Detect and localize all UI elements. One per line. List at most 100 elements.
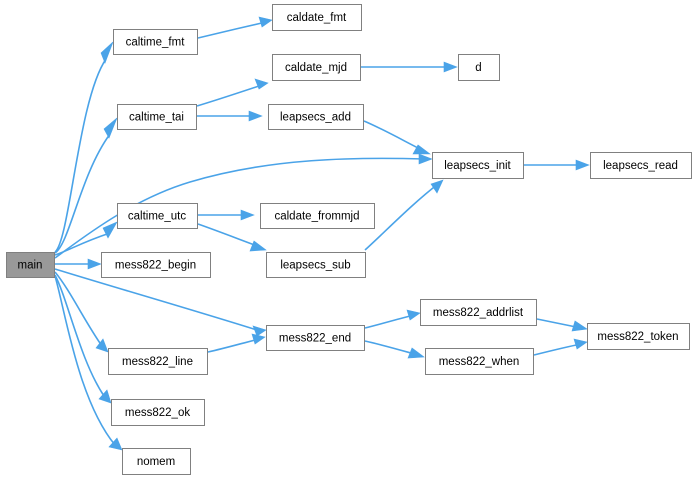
node-box[interactable] <box>425 348 534 375</box>
edge-line <box>54 268 261 332</box>
node-box[interactable] <box>117 203 198 229</box>
edge-mess822_line-to-mess822_end <box>207 333 266 353</box>
edge-caltime_tai-to-leapsecs_add <box>197 110 263 122</box>
edge-main-to-mess822_begin <box>55 258 102 270</box>
edge-arrowhead-icon <box>575 159 590 171</box>
edge-main-to-caltime_tai <box>54 117 118 254</box>
node-nomem[interactable]: nomem <box>122 448 191 475</box>
edge-arrowhead-icon <box>87 258 102 270</box>
node-box[interactable] <box>266 252 366 278</box>
edge-leapsecs_add-to-leapsecs_init <box>363 120 431 155</box>
node-box[interactable] <box>587 323 690 350</box>
node-caldate_mjd[interactable]: caldate_mjd <box>272 54 361 81</box>
edge-arrowhead-icon <box>98 389 112 404</box>
node-box[interactable] <box>111 399 205 426</box>
edge-arrowhead-icon <box>252 325 267 337</box>
edge-arrowhead-icon <box>258 16 273 28</box>
nodes-layer: main caltime_fmt caldate_fmt caldate_mjd d ca… <box>6 4 692 475</box>
edge-caltime_tai-to-caldate_mjd <box>196 78 269 107</box>
node-box[interactable] <box>260 203 375 229</box>
node-leapsecs_init[interactable]: leapsecs_init <box>432 152 524 179</box>
edge-main-to-nomem <box>54 275 123 451</box>
node-box[interactable] <box>272 54 361 81</box>
edge-line <box>54 274 105 397</box>
node-d[interactable]: d <box>458 54 500 81</box>
edge-main-to-mess822_end <box>54 268 267 337</box>
node-box[interactable] <box>432 152 524 179</box>
edge-arrowhead-icon <box>251 333 266 345</box>
edge-line <box>364 183 439 251</box>
edge-arrowhead-icon <box>95 338 109 353</box>
node-leapsecs_add[interactable]: leapsecs_add <box>268 104 364 130</box>
edge-caltime_utc-to-caldate_frommjd <box>198 209 255 221</box>
edge-caltime_fmt-to-caldate_fmt <box>197 16 273 39</box>
edge-line <box>197 21 267 39</box>
edge-line <box>54 232 111 256</box>
edge-line <box>54 58 107 253</box>
node-main[interactable]: main <box>6 252 55 278</box>
edge-main-to-mess822_line <box>54 271 109 353</box>
edge-mess822_end-to-mess822_addrlist <box>364 309 421 329</box>
node-mess822_when[interactable]: mess822_when <box>425 348 534 375</box>
node-box[interactable] <box>266 325 365 351</box>
node-leapsecs_read[interactable]: leapsecs_read <box>590 152 692 179</box>
node-mess822_end[interactable]: mess822_end <box>266 325 365 351</box>
node-box[interactable] <box>6 252 55 278</box>
edge-line <box>54 133 111 254</box>
edge-arrowhead-icon <box>103 117 118 139</box>
node-mess822_token[interactable]: mess822_token <box>587 323 690 350</box>
edge-arrowhead-icon <box>418 153 433 165</box>
node-leapsecs_sub[interactable]: leapsecs_sub <box>266 252 366 278</box>
edge-arrowhead-icon <box>100 41 114 64</box>
edge-arrowhead-icon <box>573 338 588 350</box>
edge-leapsecs_init-to-leapsecs_read <box>524 159 590 171</box>
edge-line <box>196 84 263 107</box>
edge-leapsecs_sub-to-leapsecs_init <box>364 179 444 251</box>
edge-arrowhead-icon <box>108 437 123 451</box>
node-caltime_fmt[interactable]: caltime_fmt <box>113 29 198 55</box>
edge-main-to-mess822_ok <box>54 274 112 404</box>
edge-caltime_utc-to-leapsecs_sub <box>197 223 267 252</box>
edge-mess822_addrlist-to-mess822_token <box>536 318 588 332</box>
node-mess822_line[interactable]: mess822_line <box>108 348 208 375</box>
edge-main-to-leapsecs_init <box>54 153 433 259</box>
edges-layer <box>54 16 590 451</box>
node-mess822_ok[interactable]: mess822_ok <box>111 399 205 426</box>
node-box[interactable] <box>122 448 191 475</box>
node-caldate_frommjd[interactable]: caldate_frommjd <box>260 203 375 229</box>
edge-main-to-caltime_utc <box>54 221 118 256</box>
edge-arrowhead-icon <box>248 110 263 122</box>
edge-line <box>54 157 426 259</box>
node-box[interactable] <box>268 104 364 130</box>
node-box[interactable] <box>590 152 692 179</box>
node-box[interactable] <box>272 4 362 31</box>
edge-line <box>54 271 103 347</box>
node-box[interactable] <box>117 104 197 130</box>
edge-arrowhead-icon <box>254 78 269 90</box>
node-box[interactable] <box>458 54 500 81</box>
edge-arrowhead-icon <box>249 240 267 252</box>
edge-arrowhead-icon <box>571 320 588 332</box>
edge-line <box>54 275 116 446</box>
node-mess822_addrlist[interactable]: mess822_addrlist <box>420 299 537 326</box>
node-box[interactable] <box>113 29 198 55</box>
node-mess822_begin[interactable]: mess822_begin <box>101 252 211 278</box>
node-box[interactable] <box>420 299 537 326</box>
node-caldate_fmt[interactable]: caldate_fmt <box>272 4 362 31</box>
node-caltime_tai[interactable]: caltime_tai <box>117 104 197 130</box>
node-box[interactable] <box>108 348 208 375</box>
edge-arrowhead-icon <box>406 309 421 321</box>
edge-mess822_end-to-mess822_when <box>364 340 425 359</box>
edge-mess822_when-to-mess822_token <box>533 338 588 356</box>
edge-main-to-caltime_fmt <box>54 41 114 253</box>
edge-arrowhead-icon <box>102 221 118 239</box>
edge-arrowhead-icon <box>407 347 425 359</box>
edge-arrowhead-icon <box>430 179 444 194</box>
edge-caldate_mjd-to-d <box>361 61 458 73</box>
node-box[interactable] <box>101 252 211 278</box>
node-caltime_utc[interactable]: caltime_utc <box>117 203 198 229</box>
edge-arrowhead-icon <box>240 209 255 221</box>
edge-arrowhead-icon <box>412 144 431 155</box>
